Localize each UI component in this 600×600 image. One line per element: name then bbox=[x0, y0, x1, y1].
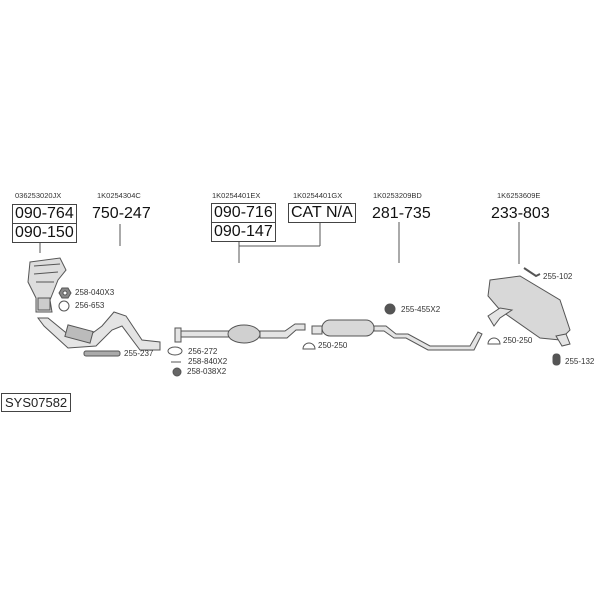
part-cat-na[interactable]: CAT N/A bbox=[288, 203, 356, 223]
flex-gasket-icon bbox=[83, 350, 121, 357]
fitting-label[interactable]: 256-653 bbox=[75, 301, 105, 310]
fitting-label[interactable]: 256-272 bbox=[188, 347, 218, 356]
part-front-pipe[interactable]: 750-247 bbox=[92, 205, 151, 222]
part-manifold-cat[interactable]: 090-764 bbox=[12, 204, 77, 224]
part-manifold-cat-alt[interactable]: 090-150 bbox=[12, 223, 77, 243]
part-middle-silencer[interactable]: 281-735 bbox=[372, 205, 431, 222]
oem-number: 1K6253609E bbox=[497, 191, 541, 200]
diagram-id-label: SYS07582 bbox=[1, 393, 72, 412]
clamp-icon bbox=[487, 337, 501, 345]
bracket-icon bbox=[523, 267, 541, 278]
fitting-label[interactable]: 255-237 bbox=[124, 349, 154, 358]
fitting-label[interactable]: 250-250 bbox=[318, 341, 348, 350]
gasket-cat-icon bbox=[167, 346, 183, 356]
fitting-label[interactable]: 258-038X2 bbox=[187, 367, 227, 376]
catalytic-converter-icon bbox=[174, 323, 306, 344]
fitting-icons bbox=[58, 267, 561, 377]
exhaust-manifold-icon bbox=[27, 257, 67, 313]
fitting-label[interactable]: 258-040X3 bbox=[75, 288, 115, 297]
oem-number: 036253020JX bbox=[15, 191, 62, 200]
leader-lines bbox=[39, 222, 520, 264]
oem-number: 1K0254401GX bbox=[293, 191, 343, 200]
nut-cat-icon bbox=[172, 367, 182, 377]
fitting-label[interactable]: 255-132 bbox=[565, 357, 595, 366]
fitting-label[interactable]: 255-102 bbox=[543, 272, 573, 281]
part-cat-alt[interactable]: 090-147 bbox=[211, 222, 276, 242]
fitting-label[interactable]: 255-455X2 bbox=[401, 305, 441, 314]
fitting-label[interactable]: 258-840X2 bbox=[188, 357, 228, 366]
front-pipe-icon bbox=[37, 311, 161, 351]
oem-number: 1K0254401EX bbox=[212, 191, 261, 200]
middle-silencer-icon bbox=[311, 319, 483, 351]
rear-silencer-icon bbox=[487, 275, 571, 347]
gasket-icon bbox=[58, 300, 70, 312]
fitting-label[interactable]: 250-250 bbox=[503, 336, 533, 345]
rear-mount-icon bbox=[552, 353, 561, 366]
part-cat[interactable]: 090-716 bbox=[211, 203, 276, 223]
part-rear-silencer[interactable]: 233-803 bbox=[491, 205, 550, 222]
oem-number: 1K0253209BD bbox=[373, 191, 422, 200]
clamp-icon bbox=[302, 342, 316, 350]
rubber-mount-icon bbox=[384, 303, 396, 315]
oem-number: 1K0254304C bbox=[97, 191, 141, 200]
